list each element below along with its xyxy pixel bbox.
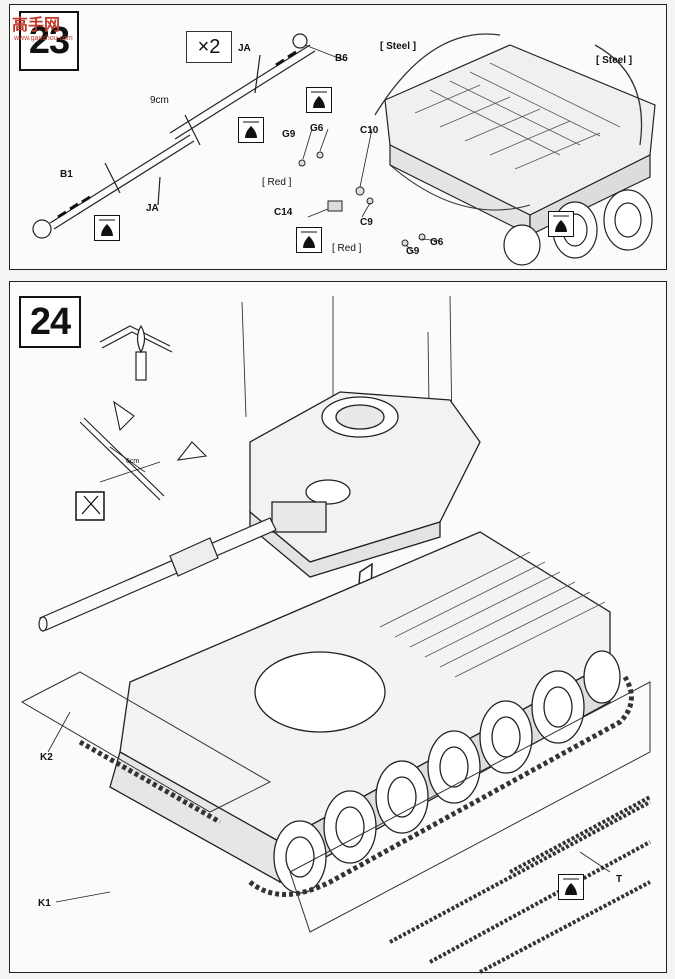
glue-drop-icon — [296, 227, 322, 253]
label-steel-left: [ Steel ] — [380, 41, 417, 52]
candle-heat-icon — [99, 324, 173, 381]
label-steel-right: [ Steel ] — [596, 55, 633, 66]
label-k1: K1 — [38, 898, 51, 909]
label-ja-bottom: JA — [146, 203, 159, 214]
label-g9-upper: G9 — [282, 129, 296, 140]
glue-drop-icon — [558, 874, 584, 900]
label-b1: B1 — [60, 169, 73, 180]
label-c9: C9 — [360, 217, 373, 228]
glue-drop-icon — [94, 215, 120, 241]
step-24-number: 24 — [19, 296, 81, 348]
step-24-panel: 24 — [9, 281, 667, 974]
watermark-url: www.gaoshou.com — [14, 35, 73, 42]
step-23-panel: 23 高手网 www.gaoshou.com ×2 — [9, 4, 667, 270]
label-g6-upper: G6 — [310, 123, 324, 134]
glue-drop-icon — [548, 211, 574, 237]
label-c10: C10 — [360, 125, 379, 136]
glue-drop-icon — [238, 117, 264, 143]
label-ja-top: JA — [238, 43, 251, 54]
watermark-logo: 高手网 — [12, 17, 61, 34]
multiplier-badge: ×2 — [186, 31, 232, 63]
label-t: T — [616, 874, 623, 885]
label-g9-lower: G9 — [406, 246, 420, 257]
label-k2: K2 — [40, 752, 53, 763]
label-9cm: 9cm — [150, 95, 169, 106]
label-c14: C14 — [274, 207, 293, 218]
label-6cm: 6cm — [126, 458, 140, 465]
step-23-number: 23 — [19, 11, 79, 71]
label-red-lower: [ Red ] — [332, 243, 362, 254]
nipper-cut-icon — [75, 491, 105, 521]
label-b6: B6 — [335, 53, 348, 64]
label-red-upper: [ Red ] — [262, 177, 292, 188]
label-g6-lower: G6 — [430, 237, 444, 248]
step-24-illustration — [20, 295, 651, 974]
glue-drop-icon — [306, 87, 332, 113]
